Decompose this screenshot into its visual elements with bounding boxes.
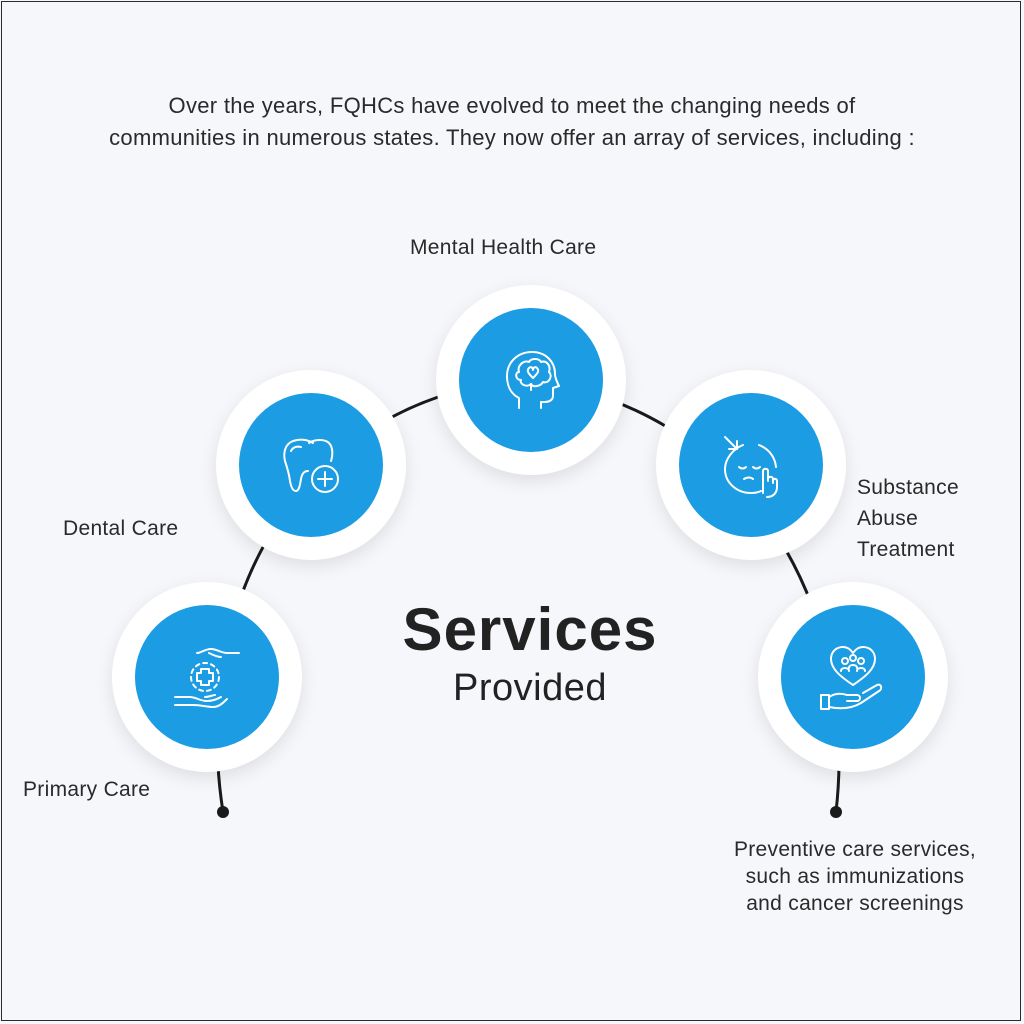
label-dental: Dental Care	[63, 517, 179, 540]
service-circle-dental	[239, 393, 383, 537]
label-substance-abuse-line-2: Abuse	[857, 507, 919, 530]
title-main: Services	[402, 596, 658, 663]
service-circle-mental-health	[459, 308, 603, 452]
service-circle-primary-care	[135, 605, 279, 749]
hands-medical-cross-icon	[174, 648, 240, 708]
service-node-substance-abuse	[656, 370, 846, 560]
refuse-gesture-face-icon	[724, 436, 778, 498]
service-circle-preventive-care	[781, 605, 925, 749]
label-substance-abuse-line-1: Substance	[857, 476, 959, 499]
tooth-plus-icon	[283, 438, 339, 493]
service-circle-substance-abuse	[679, 393, 823, 537]
intro-text: Over the years, FQHCs have evolved to me…	[0, 90, 1024, 154]
service-node-primary-care	[112, 582, 302, 772]
service-node-mental-health	[436, 285, 626, 475]
arc-endpoint-left	[217, 806, 229, 818]
label-preventive-care-line-1: Preventive care services,	[733, 838, 977, 861]
service-node-dental	[216, 370, 406, 560]
label-primary-care: Primary Care	[23, 778, 151, 801]
intro-line-2: communities in numerous states. They now…	[109, 125, 915, 150]
label-preventive-care-line-3: and cancer screenings	[746, 892, 964, 915]
head-brain-heart-icon	[506, 351, 560, 409]
label-mental-health: Mental Health Care	[410, 236, 597, 259]
service-node-preventive-care	[758, 582, 948, 772]
title-sub: Provided	[453, 667, 607, 709]
label-preventive-care-line-2: such as immunizations	[745, 865, 965, 888]
label-preventive-care: Preventive care services, such as immuni…	[700, 836, 1010, 917]
center-title: Services Provided	[330, 596, 730, 712]
hand-heart-community-icon	[820, 646, 883, 710]
arc-endpoint-right	[830, 806, 842, 818]
label-substance-abuse: Substance Abuse Treatment	[857, 472, 959, 565]
label-substance-abuse-line-3: Treatment	[857, 538, 955, 561]
intro-line-1: Over the years, FQHCs have evolved to me…	[168, 93, 856, 118]
